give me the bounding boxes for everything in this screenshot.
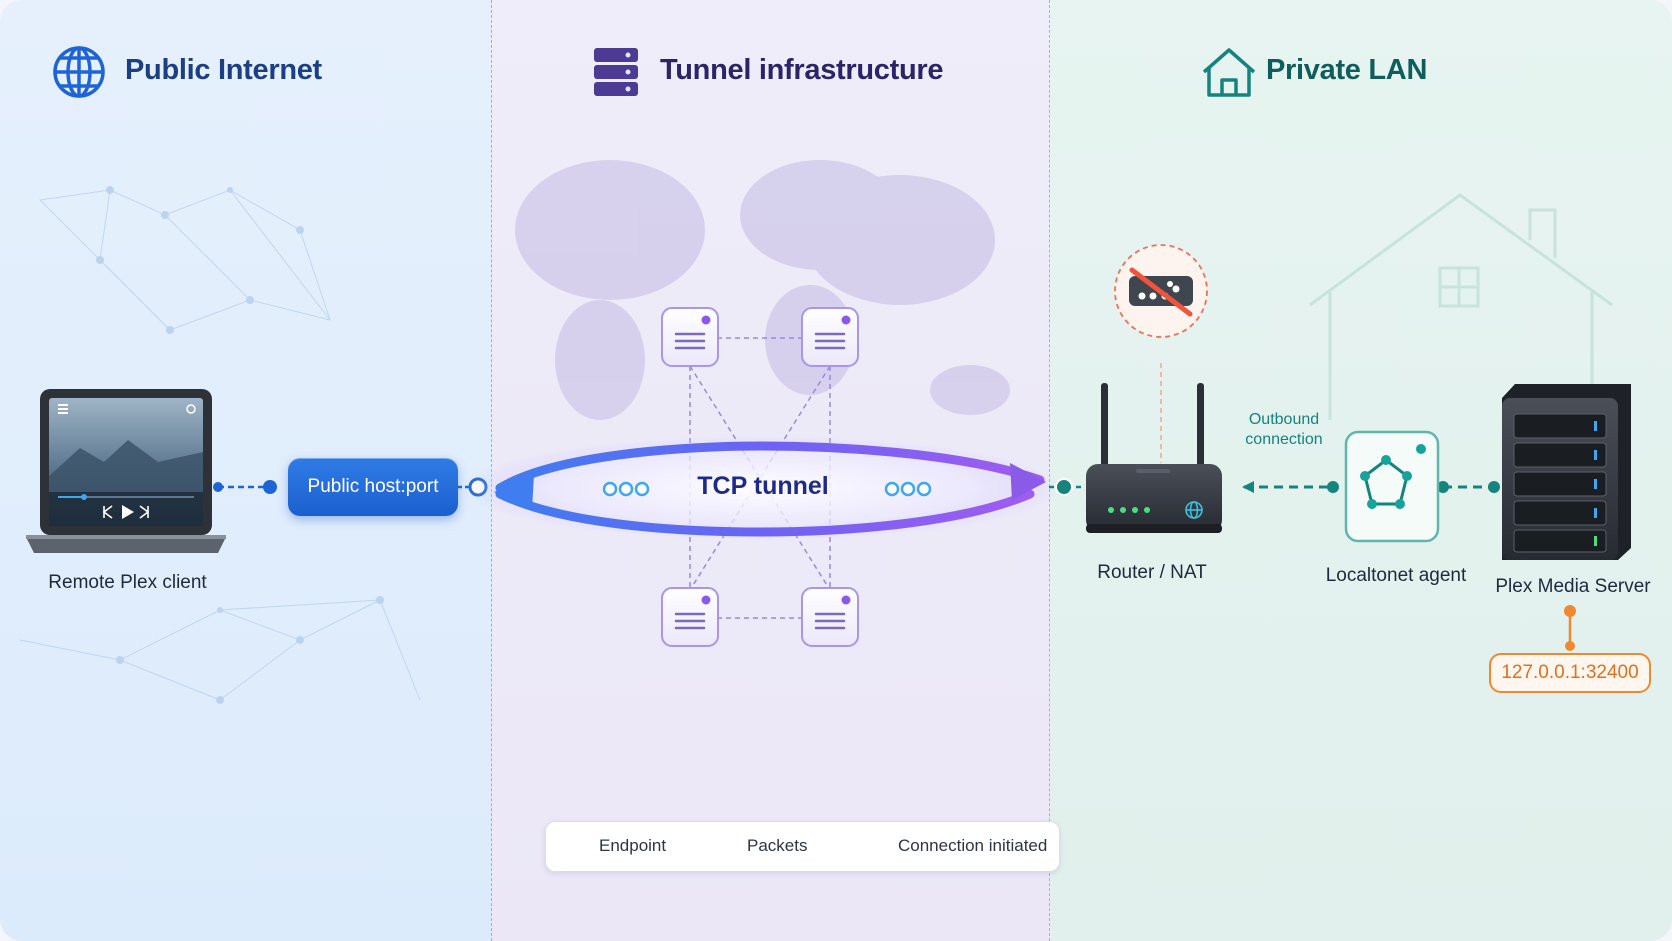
router-icon [1086, 383, 1222, 533]
tcp-tunnel-label: TCP tunnel [697, 472, 829, 500]
legend-packets-label: Packets [747, 836, 808, 855]
globe-icon [53, 46, 105, 98]
server-tower-icon [1502, 384, 1631, 560]
agent-label: Localtonet agent [1325, 565, 1467, 586]
tcp-tunnel [462, 436, 1062, 540]
tunnel-arrowhead-left [494, 475, 534, 510]
router-label: Router / NAT [1097, 562, 1207, 583]
legend-endpoint-label: Endpoint [599, 836, 667, 855]
outbound-connection-label: Outbound connection [1245, 411, 1323, 448]
private-lan-title: Private LAN [1266, 54, 1428, 86]
router-endpoint [1049, 478, 1084, 496]
plex-server-label: Plex Media Server [1495, 576, 1651, 597]
tunnel-arrowhead-right [1010, 463, 1046, 500]
remote-client-label: Remote Plex client [48, 572, 207, 593]
tunnel-upper-arc [495, 441, 1045, 493]
zone-divider [1049, 0, 1050, 941]
server-address-badge: 127.0.0.1:32400 [1489, 653, 1651, 693]
public-host-port-node: Public host:port [288, 458, 458, 516]
packet-dots-left [602, 481, 650, 497]
blocked-port-icon [1114, 244, 1208, 338]
tunnel-infrastructure-title: Tunnel infrastructure [660, 54, 944, 86]
tunnel-lower-arc [495, 489, 1035, 537]
background-network-nodes [96, 186, 384, 704]
legend-connection-label: Connection initiated [898, 836, 1048, 855]
relay-server-group [661, 307, 859, 647]
laptop-icon [26, 389, 226, 553]
outbound-connection-arrow [1242, 481, 1339, 493]
agent-server-link [1437, 481, 1500, 493]
server-address-connector [1564, 605, 1576, 651]
relay-server-icon [661, 307, 719, 367]
relay-server-icon [661, 587, 719, 647]
relay-server-icon [801, 587, 859, 647]
server-stack-icon [594, 48, 638, 96]
background-world-map [515, 160, 1010, 420]
packet-dots-right [884, 481, 932, 497]
public-internet-title: Public Internet [125, 54, 322, 86]
house-icon [1202, 48, 1256, 97]
relay-server-icon [801, 307, 859, 367]
agent-node-icon [1344, 430, 1440, 543]
legend: Endpoint Packets Connection initiated [545, 821, 1060, 872]
